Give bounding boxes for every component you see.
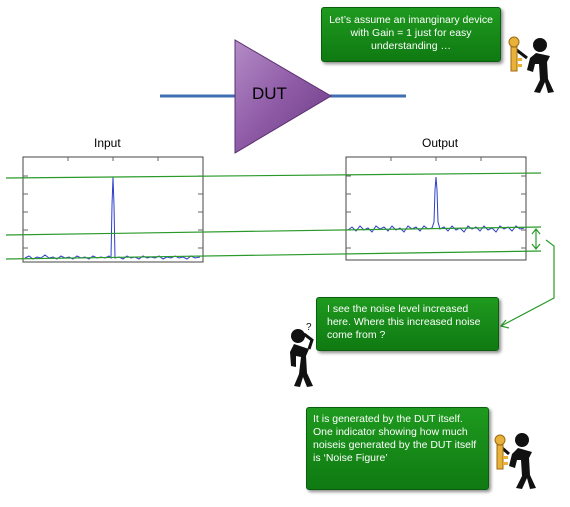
- input-spectrum-panel: [22, 156, 204, 263]
- stick-figure-with-key-icon: [508, 36, 554, 93]
- output-spectrum-panel: [345, 156, 527, 261]
- stick-figure-with-key-icon: [494, 433, 536, 489]
- dut-label: DUT: [252, 84, 287, 103]
- assumption-callout-bubble: Let’s assume an imanginary device with G…: [321, 7, 501, 62]
- input-panel-label: Input: [94, 136, 121, 150]
- callout-connector-arrow: [499, 239, 555, 329]
- answer-callout-bubble: It is generated by the DUT itself. One i…: [306, 407, 489, 490]
- thinking-stick-figure-icon: ?: [290, 322, 314, 387]
- noise-level-guide-lines: [5, 172, 542, 260]
- output-panel-label: Output: [422, 136, 459, 150]
- dut-amplifier-triangle: [234, 39, 332, 154]
- noise-increase-arrow-icon: [531, 228, 541, 250]
- question-callout-bubble: I see the noise level increased here. Wh…: [316, 297, 499, 351]
- svg-text:?: ?: [306, 322, 312, 333]
